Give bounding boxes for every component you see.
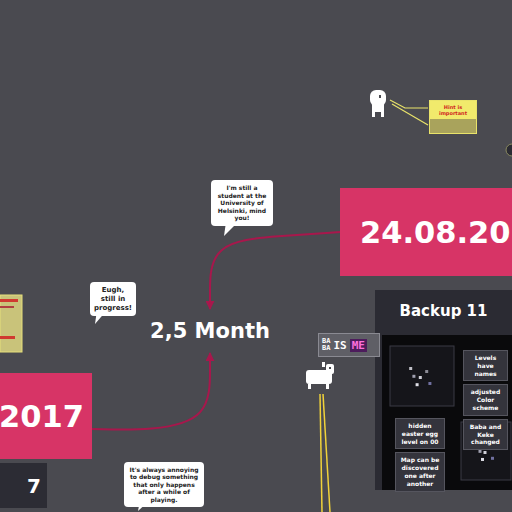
baba-leg <box>308 384 311 389</box>
node-text: 24.08.20 <box>360 215 511 250</box>
node-text: 7 <box>27 474 41 498</box>
duration-label: 2,5 Month <box>148 312 272 350</box>
baba-sprite <box>306 362 334 389</box>
note-box: hidden easter egg level on 00 <box>395 418 445 449</box>
date-box: 24.08.20 <box>340 188 512 276</box>
left-note <box>0 295 22 352</box>
node-text: IS <box>333 339 346 352</box>
bubble-text: It's always annoying to debug something … <box>128 466 200 504</box>
baba-ear <box>322 362 325 367</box>
ghost-leg <box>372 112 375 117</box>
node-text: ME <box>350 339 367 352</box>
node-text: hidden easter egg level on 00 <box>398 422 442 445</box>
pixel <box>409 367 412 370</box>
baba-leg <box>326 384 329 389</box>
speech-bubble: It's always annoying to debug something … <box>124 462 204 508</box>
pixel <box>476 442 479 445</box>
baba-eye <box>329 367 331 369</box>
pixel <box>412 375 415 378</box>
board-area <box>382 335 512 490</box>
panel-heading: Backup 11 <box>375 302 512 320</box>
note-box: adjusted Color scheme <box>463 384 508 415</box>
ghost-body <box>372 104 384 112</box>
note-box: Baba and Keke changed <box>463 419 508 450</box>
leader-line <box>323 394 330 512</box>
ghost-eye <box>379 95 381 98</box>
pixel <box>481 458 484 461</box>
date-box: 2017 <box>0 373 92 459</box>
bubble-text: I'm still a student at the University of… <box>215 184 269 222</box>
note-box: Levels have names <box>463 350 508 381</box>
edge-dot <box>506 144 512 156</box>
baba-head <box>326 364 334 374</box>
leader-line <box>320 394 322 512</box>
screenshot <box>390 346 454 406</box>
pixel <box>419 376 422 379</box>
node-text: 2,5 Month <box>150 319 270 343</box>
node-text: Levels have names <box>466 354 505 377</box>
ghost-head <box>370 90 386 106</box>
note-line <box>0 336 15 339</box>
note-line <box>0 299 18 302</box>
note-card <box>0 295 22 352</box>
sticky-note: Hint is important <box>429 100 477 134</box>
timeline-connector <box>92 353 210 430</box>
node-text: BABA <box>322 338 330 352</box>
screenshot <box>461 422 511 480</box>
ghost-leg <box>381 112 384 117</box>
pixel <box>491 457 494 460</box>
timeline-connector <box>210 232 340 309</box>
note-box: Map can be discovered one after another <box>395 452 445 491</box>
pixel <box>416 383 419 386</box>
speech-bubble: I'm still a student at the University of… <box>211 180 273 226</box>
pixel <box>425 370 428 373</box>
node-text: 2017 <box>0 399 84 434</box>
bubble-text: Eugh, still in progress! <box>94 286 132 312</box>
node-text: adjusted Color scheme <box>466 388 505 411</box>
node-text: Hint is important <box>430 101 476 119</box>
rule-tile: BABAIS ME <box>318 333 380 357</box>
pixel <box>428 382 431 385</box>
pixel <box>479 450 482 453</box>
screenshot-frame <box>390 346 454 406</box>
screenshot-frame <box>461 422 511 480</box>
node-text: Baba and Keke changed <box>466 423 505 446</box>
ghost-figure <box>370 90 386 117</box>
leader-line <box>392 104 428 125</box>
note-line <box>0 306 14 308</box>
node-text: Map can be discovered one after another <box>398 456 442 487</box>
backup-panel: Levels have namesadjusted Color schemeBa… <box>375 290 512 490</box>
pixel <box>489 445 492 448</box>
speech-bubble: Eugh, still in progress! <box>90 282 136 316</box>
pixel <box>484 451 487 454</box>
backup-box: 7 <box>0 463 47 508</box>
